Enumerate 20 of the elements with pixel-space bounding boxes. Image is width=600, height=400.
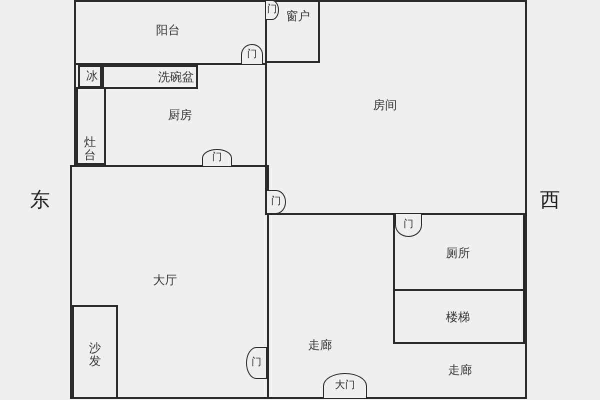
room-label: 大厅 — [153, 274, 177, 286]
room-label: 走廊 — [448, 364, 472, 376]
room-label: 灶台 — [84, 136, 96, 162]
room-label: 走廊 — [308, 339, 332, 351]
room-label: 窗户 — [286, 10, 310, 22]
room-outline — [72, 305, 118, 399]
room-outline — [393, 289, 525, 344]
room-outline — [76, 87, 106, 165]
room-label: 洗碗盆 — [158, 71, 194, 83]
room-label: 厕所 — [446, 247, 470, 259]
room-label: 楼梯 — [446, 311, 470, 323]
room-label: 厨房 — [168, 109, 192, 121]
direction-label: 西 — [540, 186, 560, 214]
direction-label: 东 — [30, 186, 50, 214]
room-outline — [102, 65, 198, 89]
room-label: 房间 — [373, 99, 397, 111]
room-outline — [78, 65, 102, 88]
room-label: 冰 — [86, 70, 98, 82]
room-label: 沙发 — [88, 342, 102, 368]
room-label: 阳台 — [156, 24, 180, 36]
